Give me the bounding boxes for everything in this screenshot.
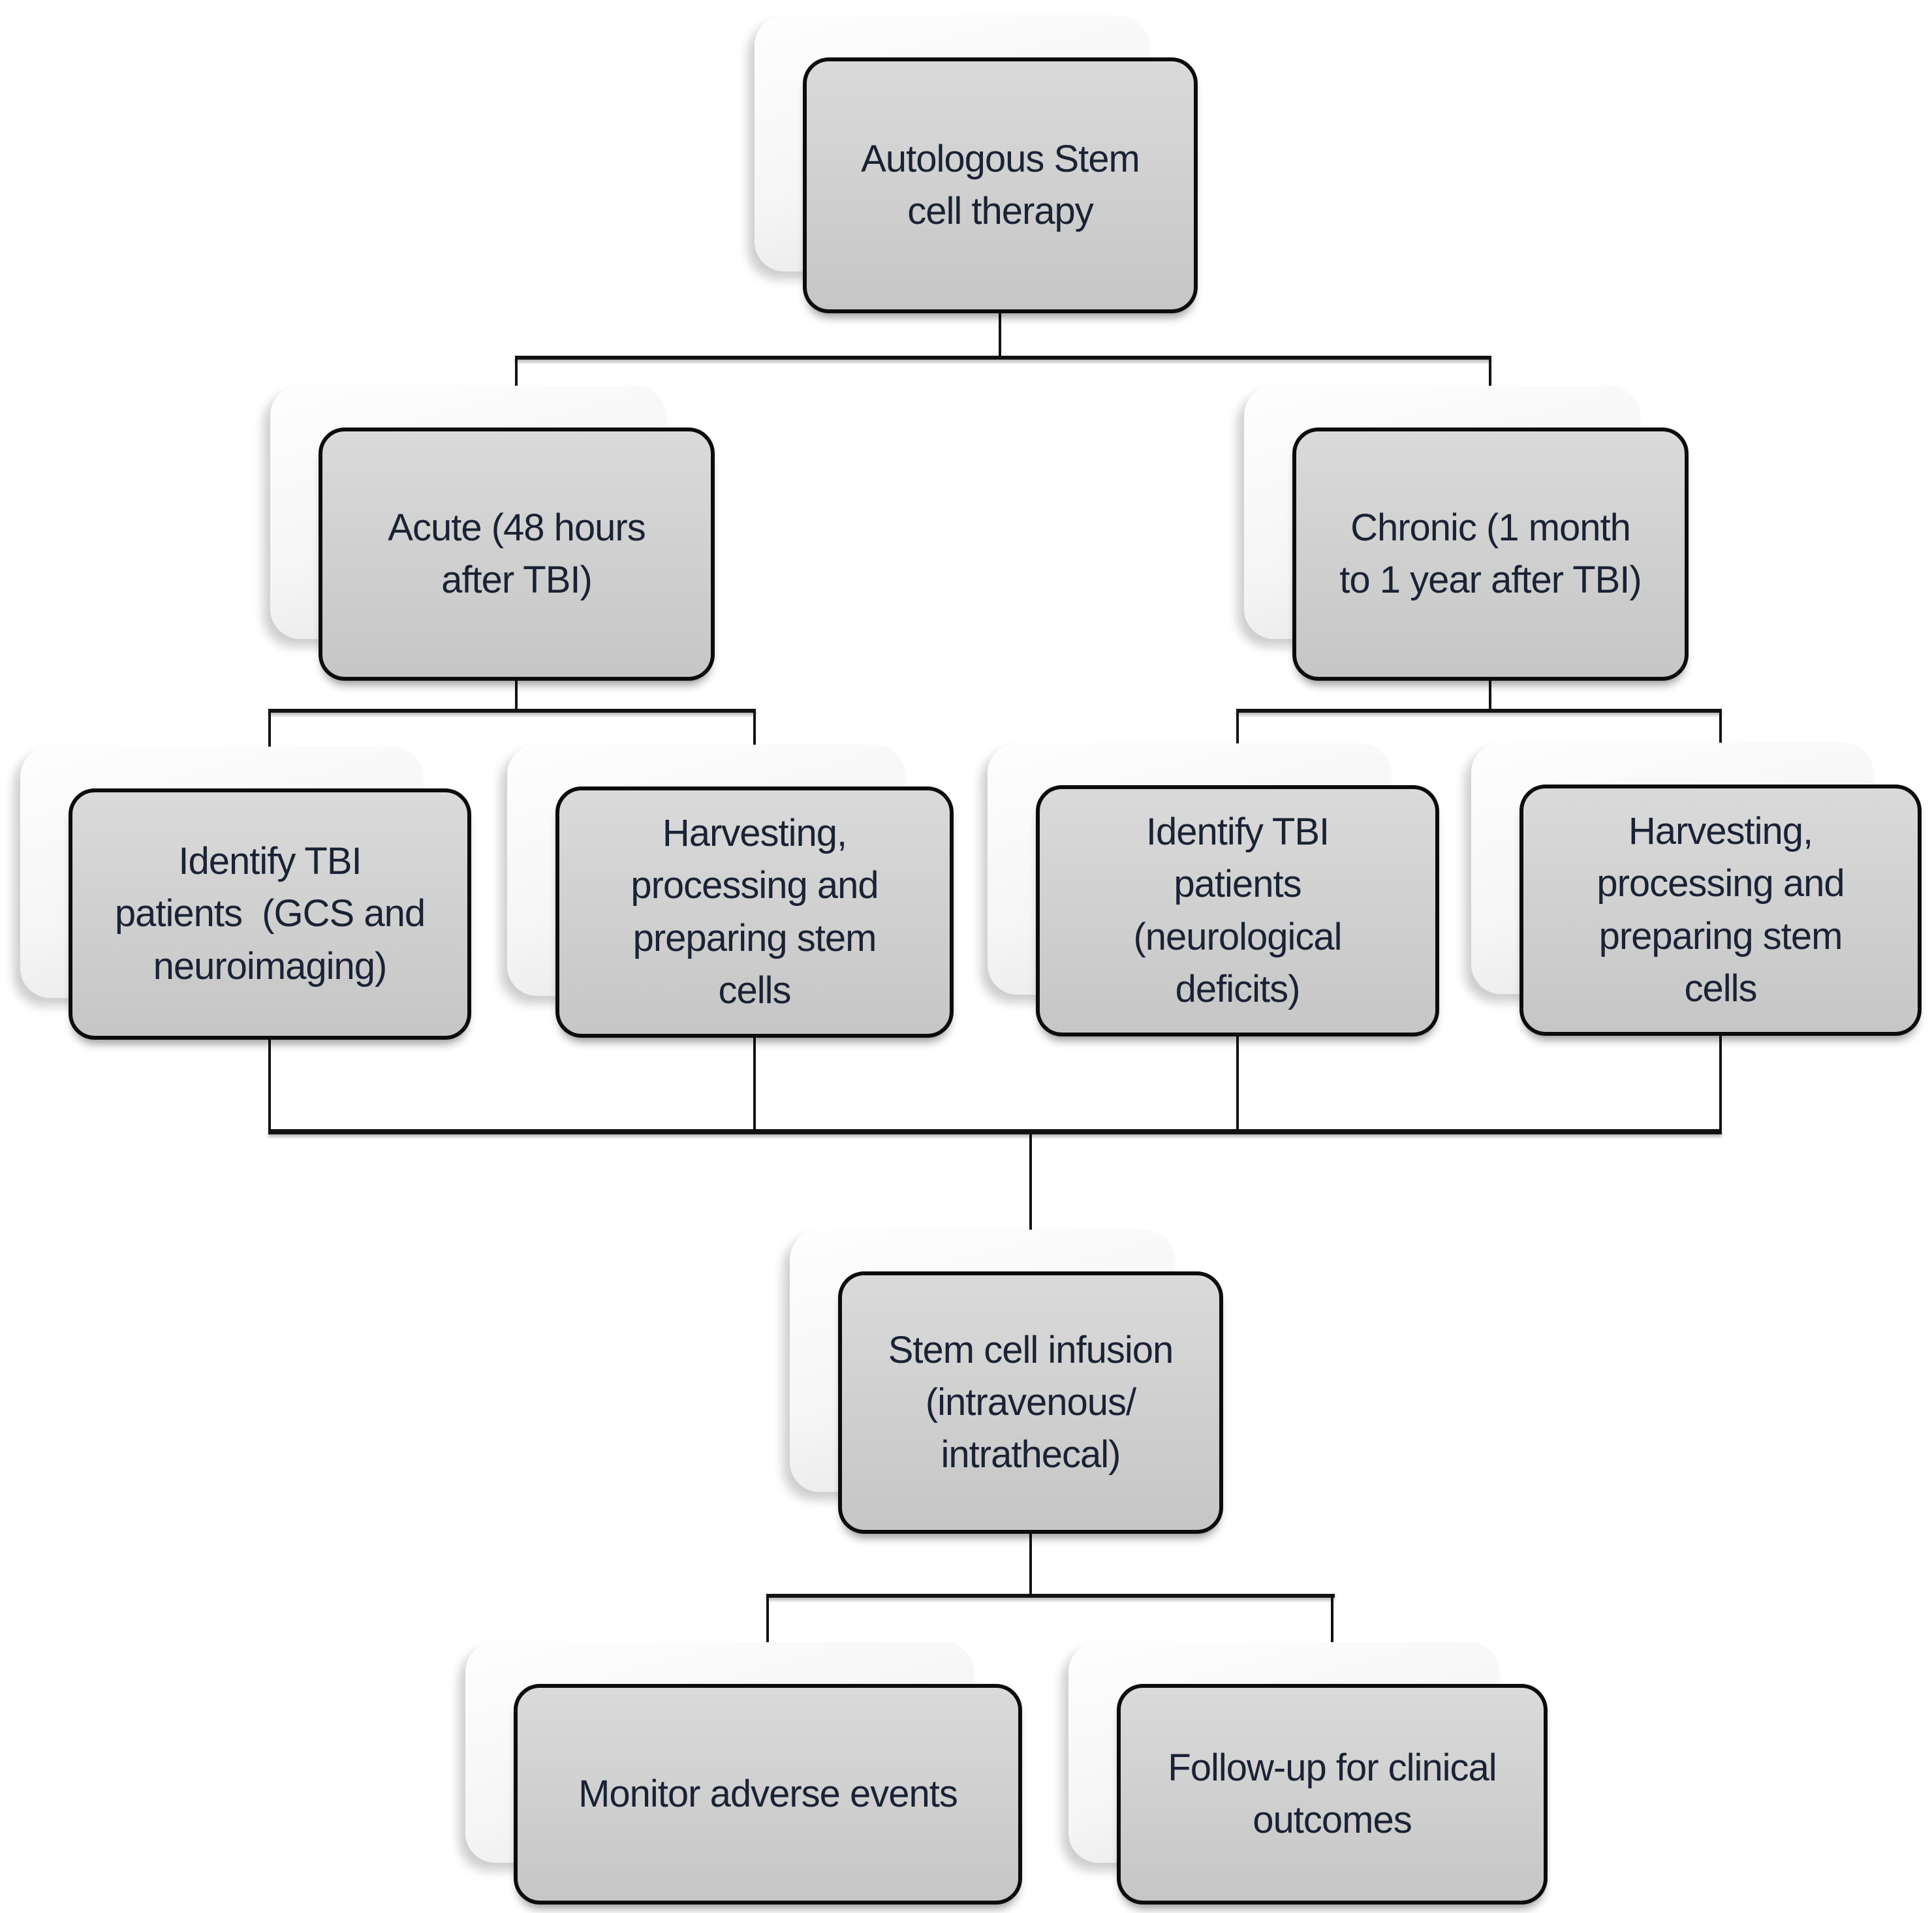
node-follow-up-clinical-outcomes: Follow-up for clinical outcomes xyxy=(1068,1642,1548,1905)
connector-infusion-split-bar xyxy=(766,1594,1335,1598)
node-card: Chronic (1 month to 1 year after TBI) xyxy=(1292,428,1689,681)
node-card: Harvesting, processing and preparing ste… xyxy=(1519,785,1922,1036)
node-stem-cell-infusion: Stem cell infusion (intravenous/ intrath… xyxy=(790,1230,1223,1534)
connector-to-infusion xyxy=(1029,1133,1032,1277)
node-card: Stem cell infusion (intravenous/ intrath… xyxy=(838,1271,1223,1534)
node-card: Monitor adverse events xyxy=(514,1684,1022,1905)
connector-to-monitor xyxy=(766,1595,769,1688)
connector-chronic-identify-down xyxy=(1236,1032,1239,1132)
connector-acute-identify-down xyxy=(268,1034,271,1132)
node-card: Harvesting, processing and preparing ste… xyxy=(555,786,954,1038)
node-acute: Acute (48 hours after TBI) xyxy=(270,386,715,681)
node-harvesting-chronic: Harvesting, processing and preparing ste… xyxy=(1471,743,1922,1036)
node-label: Follow-up for clinical outcomes xyxy=(1168,1746,1497,1841)
connector-root-stem xyxy=(999,304,1001,359)
node-label: Acute (48 hours after TBI) xyxy=(388,506,646,601)
node-identify-tbi-neurological: Identify TBI patients (neurological defi… xyxy=(988,743,1439,1036)
connector-root-split-bar xyxy=(515,356,1491,360)
node-monitor-adverse-events: Monitor adverse events xyxy=(465,1642,1022,1905)
connector-chronic-split-bar xyxy=(1236,709,1722,713)
node-card: Identify TBI patients (neurological defi… xyxy=(1036,785,1439,1036)
node-label: Stem cell infusion (intravenous/ intrath… xyxy=(888,1328,1174,1476)
node-chronic: Chronic (1 month to 1 year after TBI) xyxy=(1244,386,1689,681)
node-label: Autologous Stem cell therapy xyxy=(861,137,1140,232)
node-autologous-stem-cell-therapy: Autologous Stem cell therapy xyxy=(755,16,1198,313)
node-label: Monitor adverse events xyxy=(578,1772,958,1815)
connector-to-followup xyxy=(1331,1595,1333,1688)
node-label: Identify TBI patients (neurological defi… xyxy=(1133,811,1342,1010)
node-card: Autologous Stem cell therapy xyxy=(803,57,1198,313)
node-identify-tbi-gcs: Identify TBI patients (GCS and neuroimag… xyxy=(20,747,471,1040)
node-label: Harvesting, processing and preparing ste… xyxy=(1597,810,1845,1010)
connector-acute-split-bar xyxy=(268,709,756,713)
connector-acute-stem xyxy=(515,674,518,711)
node-card: Acute (48 hours after TBI) xyxy=(319,428,715,681)
connector-infusion-stem xyxy=(1029,1527,1032,1598)
node-label: Harvesting, processing and preparing ste… xyxy=(631,812,879,1012)
node-harvesting-acute: Harvesting, processing and preparing ste… xyxy=(507,745,954,1038)
node-card: Identify TBI patients (GCS and neuroimag… xyxy=(69,788,471,1040)
node-label: Chronic (1 month to 1 year after TBI) xyxy=(1339,506,1642,601)
connector-merge-bar xyxy=(268,1129,1722,1134)
connector-chronic-harvest-down xyxy=(1719,1031,1722,1132)
connector-acute-harvest-down xyxy=(753,1033,756,1132)
connector-chronic-stem xyxy=(1489,674,1491,711)
node-card: Follow-up for clinical outcomes xyxy=(1117,1684,1548,1905)
node-label: Identify TBI patients (GCS and neuroimag… xyxy=(114,840,426,988)
